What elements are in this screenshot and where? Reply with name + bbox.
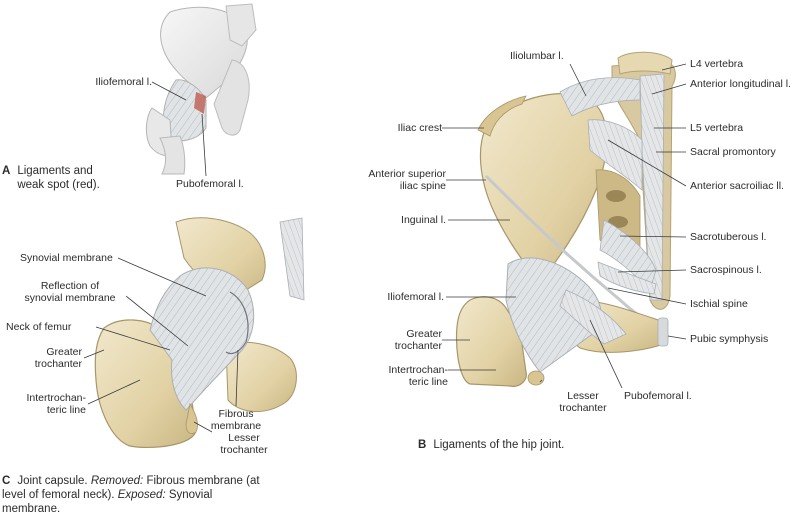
label-b-ischial-spine: Ischial spine: [690, 298, 748, 310]
label-c-greater-trochanter: Greater trochanter: [34, 346, 82, 370]
l4-vertebra-shape: [617, 51, 673, 75]
label-b-anterior-sacroiliac: Anterior sacroiliac ll.: [690, 180, 784, 192]
label-b-sacrospinous: Sacrospinous l.: [690, 264, 762, 276]
label-b-sacral-promontory: Sacral promontory: [690, 146, 776, 158]
weak-spot-red: [194, 92, 206, 114]
label-b-iliofemoral: Iliofemoral l.: [387, 291, 444, 303]
caption-b: B Ligaments of the hip joint.: [418, 438, 564, 452]
caption-a-letter: A: [2, 165, 11, 177]
label-b-l5-vertebra: L5 vertebra: [690, 122, 744, 134]
caption-c-removed-text: Fibrous membrane (at level of femoral ne…: [2, 475, 260, 501]
caption-c: C Joint capsule. Removed: Fibrous membran…: [2, 474, 272, 516]
label-b-iliolumbar: Iliolumbar l.: [510, 50, 564, 62]
label-c-fibrous-membrane: Fibrous membrane: [210, 408, 262, 432]
label-b-pubic-symphysis: Pubic symphysis: [690, 333, 769, 345]
label-b-l4-vertebra: L4 vertebra: [690, 58, 744, 70]
label-b-sacrotuberous: Sacrotuberous l.: [690, 231, 767, 243]
label-a-pubofemoral: Pubofemoral l.: [176, 178, 244, 190]
label-c-synovial-membrane: Synovial membrane: [20, 252, 113, 264]
label-b-pubofemoral: Pubofemoral l.: [624, 390, 692, 402]
caption-c-removed-label: Removed:: [90, 475, 144, 487]
caption-c-letter: C: [2, 475, 11, 487]
leader-lines: [83, 63, 687, 433]
label-a-iliofemoral: Iliofemoral l.: [95, 76, 152, 88]
caption-b-text: Ligaments of the hip joint.: [433, 439, 565, 451]
caption-c-exposed-label: Exposed:: [117, 489, 166, 501]
label-b-anterior-longitudinal: Anterior longitudinal l.: [690, 78, 791, 90]
label-b-greater-trochanter: Greater trochanter: [394, 328, 442, 352]
femur-shape: [455, 296, 527, 387]
label-c-reflection-synovial: Reflection of synovial membrane: [24, 280, 116, 304]
label-b-iliac-crest: Iliac crest: [397, 122, 442, 134]
caption-c-lead: Joint capsule.: [17, 475, 91, 487]
figure-c-drawing: [94, 217, 305, 449]
caption-a-text: Ligaments and weak spot (red).: [17, 165, 100, 191]
label-c-lesser-trochanter: Lesser trochanter: [220, 432, 268, 456]
label-b-inguinal: Inguinal l.: [401, 214, 446, 226]
label-c-neck-of-femur: Neck of femur: [6, 321, 72, 333]
figure-a-drawing: [145, 3, 257, 175]
caption-b-letter: B: [418, 439, 427, 451]
label-b-asis: Anterior superior iliac spine: [368, 168, 446, 192]
label-c-intertrochanteric-line: Intertrochan- teric line: [26, 392, 86, 416]
caption-a: A Ligaments and weak spot (red).: [2, 164, 100, 192]
label-b-intertrochanteric-line: Intertrochan- teric line: [388, 364, 448, 388]
figure-b-drawing: [455, 51, 676, 387]
caption-c-exposed-text: Synovial membrane.: [2, 489, 213, 515]
label-b-lesser-trochanter: Lesser trochanter: [559, 390, 607, 414]
